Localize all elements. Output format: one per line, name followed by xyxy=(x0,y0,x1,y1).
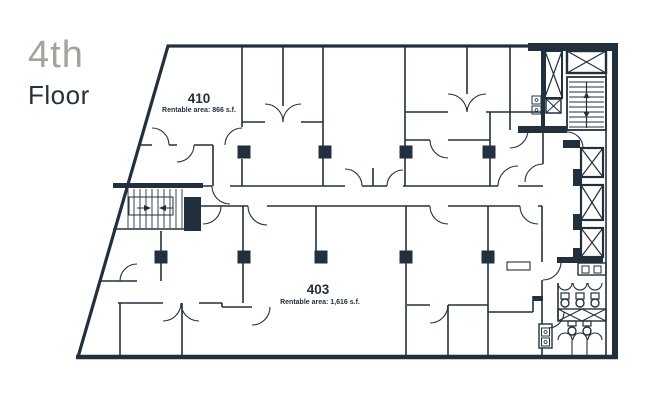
right-stairwell xyxy=(566,76,607,131)
restrooms xyxy=(533,257,607,357)
floor-word-label: Floor xyxy=(28,80,90,110)
unit-410-area: Rentable area: 866 s.f. xyxy=(162,107,236,114)
left-stairwell xyxy=(113,183,203,231)
interior-walls xyxy=(99,46,607,357)
counter xyxy=(506,261,531,271)
unit-410-number[interactable]: 410 xyxy=(188,91,211,106)
door-arcs xyxy=(119,93,584,329)
unit-403-area: Rentable area: 1,616 s.f. xyxy=(280,299,360,306)
outer-walls xyxy=(75,43,618,360)
floor-header: 4th Floor xyxy=(28,36,90,108)
floor-number-label: 4th xyxy=(28,34,84,76)
unit-403[interactable]: 403 Rentable area: 1,616 s.f. xyxy=(280,282,360,306)
structural-columns xyxy=(154,145,496,264)
unit-403-number[interactable]: 403 xyxy=(307,282,330,297)
elevator-shafts xyxy=(518,49,608,260)
unit-410[interactable]: 410 Rentable area: 866 s.f. xyxy=(162,91,236,114)
